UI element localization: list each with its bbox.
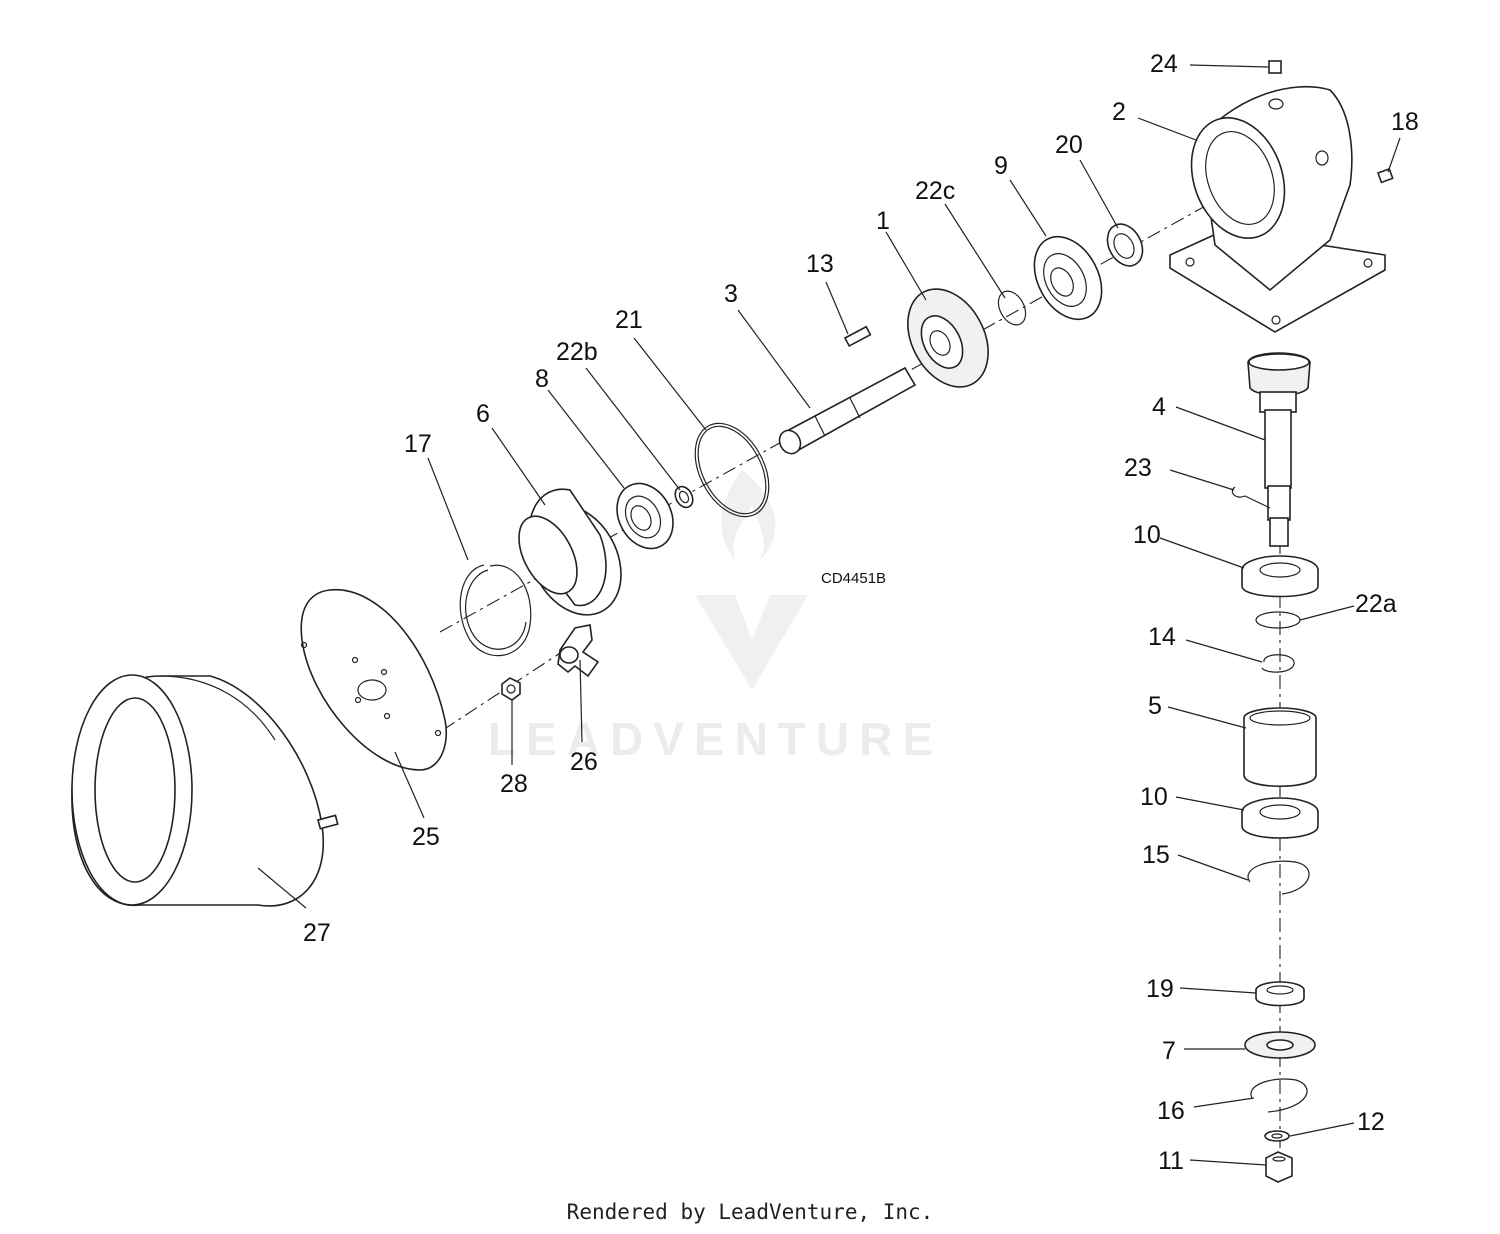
part-28-nut bbox=[501, 677, 521, 701]
part-21-o-ring bbox=[694, 422, 770, 518]
callout-22b: 22b bbox=[556, 338, 598, 366]
callout-10b: 10 bbox=[1140, 783, 1168, 811]
part-25-disk bbox=[300, 589, 447, 771]
part-27-drum bbox=[71, 674, 339, 907]
watermark-logo: LEADVENTURE bbox=[488, 470, 943, 765]
callout-17: 17 bbox=[404, 430, 432, 458]
callout-9: 9 bbox=[994, 152, 1008, 180]
callout-18: 18 bbox=[1391, 108, 1419, 136]
part-5-spacer bbox=[1243, 707, 1317, 787]
part-10-bearing-upper bbox=[1241, 555, 1319, 598]
part-14-snap-ring bbox=[1261, 654, 1295, 673]
part-26-wing-nut bbox=[557, 624, 600, 678]
part-11-nut bbox=[1265, 1151, 1293, 1183]
part-13-key bbox=[843, 325, 872, 348]
callout-19: 19 bbox=[1146, 975, 1174, 1003]
callout-22a: 22a bbox=[1355, 590, 1397, 618]
callout-7: 7 bbox=[1162, 1037, 1176, 1065]
callout-10a: 10 bbox=[1133, 521, 1161, 549]
callout-6: 6 bbox=[476, 400, 490, 428]
callout-2: 2 bbox=[1112, 98, 1126, 126]
part-22b-ring bbox=[674, 485, 694, 509]
callout-28: 28 bbox=[500, 770, 528, 798]
part-9-bearing bbox=[1033, 235, 1103, 321]
part-18-set-screw bbox=[1376, 167, 1394, 184]
callout-13: 13 bbox=[806, 250, 834, 278]
watermark-text: LEADVENTURE bbox=[488, 713, 943, 765]
part-4-pinion-shaft bbox=[1247, 352, 1311, 547]
part-2-gearbox-housing bbox=[1169, 86, 1386, 333]
callout-22c: 22c bbox=[915, 177, 955, 205]
callout-15: 15 bbox=[1142, 841, 1170, 869]
footer-credit: Rendered by LeadVenture, Inc. bbox=[566, 1200, 934, 1224]
part-7-washer bbox=[1244, 1031, 1316, 1059]
callout-26: 26 bbox=[570, 748, 598, 776]
callout-4: 4 bbox=[1152, 393, 1166, 421]
callout-25: 25 bbox=[412, 823, 440, 851]
part-8-bearing bbox=[616, 482, 674, 550]
part-6-housing bbox=[518, 488, 622, 616]
leader-lines bbox=[257, 64, 1401, 1166]
callout-3: 3 bbox=[724, 280, 738, 308]
callout-21: 21 bbox=[615, 306, 643, 334]
part-16-snap-ring bbox=[1250, 1078, 1308, 1113]
part-22c-ring bbox=[997, 290, 1027, 326]
part-24-set-screw bbox=[1268, 60, 1282, 74]
callout-labels: 24 2 18 20 9 22c 1 13 3 21 22b 8 6 17 4 … bbox=[303, 50, 1419, 1175]
callout-16: 16 bbox=[1157, 1097, 1185, 1125]
callout-5: 5 bbox=[1148, 692, 1162, 720]
part-1-bevel-gear bbox=[907, 288, 989, 388]
callout-20: 20 bbox=[1055, 131, 1083, 159]
callout-8: 8 bbox=[535, 365, 549, 393]
part-12-washer bbox=[1264, 1130, 1290, 1142]
part-10-bearing-lower bbox=[1241, 797, 1319, 839]
callout-23: 23 bbox=[1124, 454, 1152, 482]
part-19-seal bbox=[1255, 981, 1305, 1007]
callout-27: 27 bbox=[303, 919, 331, 947]
part-15-snap-ring bbox=[1247, 860, 1310, 895]
callout-14: 14 bbox=[1148, 623, 1176, 651]
part-20-seal bbox=[1106, 223, 1144, 267]
callout-24: 24 bbox=[1150, 50, 1178, 78]
part-22a-ring bbox=[1255, 611, 1301, 629]
part-17-snap-ring bbox=[459, 564, 532, 657]
part-23-cotter-pin bbox=[1231, 486, 1271, 509]
callout-12: 12 bbox=[1357, 1108, 1385, 1136]
callout-1: 1 bbox=[876, 207, 890, 235]
drawing-code: CD4451B bbox=[821, 570, 886, 587]
callout-11: 11 bbox=[1158, 1147, 1184, 1175]
part-3-shaft bbox=[778, 366, 917, 455]
